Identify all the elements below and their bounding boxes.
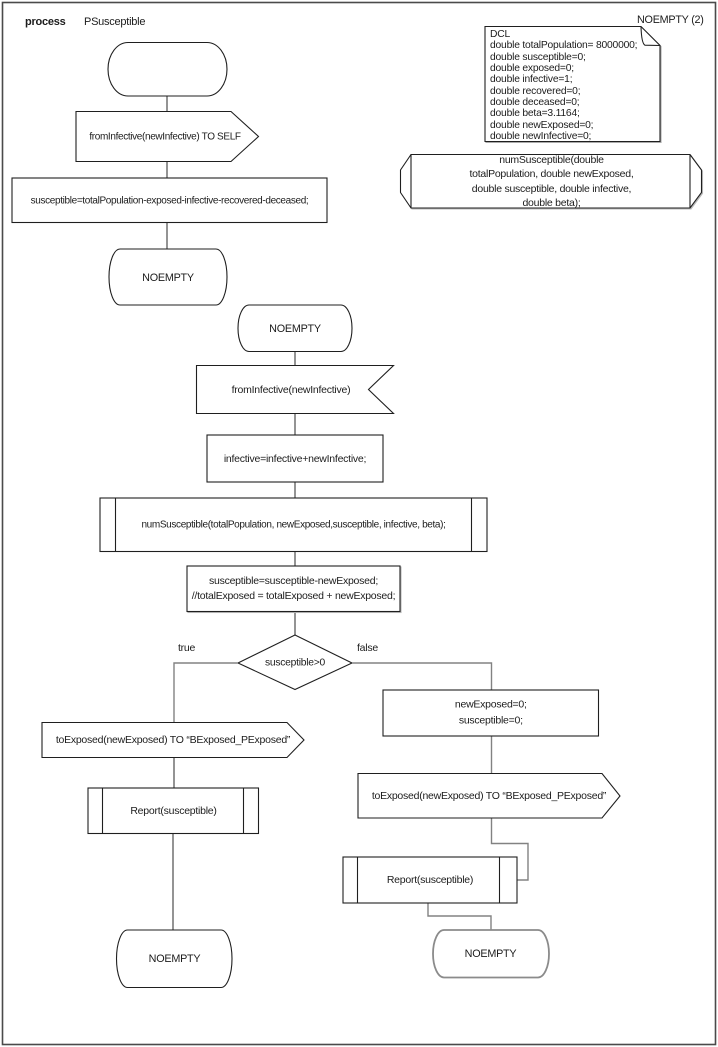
state-noempty-2-shape[interactable] — [237, 304, 353, 353]
output-from-infective-self-shape[interactable] — [75, 110, 260, 163]
procedure-call-report-left-label: Report(susceptible) — [130, 804, 217, 817]
output-from-infective-self-label: fromInfective(newInfective) TO SELF — [89, 131, 241, 142]
procedure-call-bars — [114, 498, 473, 552]
state-noempty-4-label: NOEMPTY — [464, 947, 517, 960]
declarations-text: DCL double totalPopulation= 8000000; dou… — [490, 29, 638, 143]
branch-false-label: false — [357, 641, 378, 654]
corner-noempty-count-label: NOEMPTY (2) — [637, 14, 704, 26]
output-toexposed-right-shape[interactable] — [357, 772, 621, 819]
task-update-infective-shape[interactable] — [206, 434, 384, 483]
procedure-call-report-right-group[interactable] — [342, 856, 518, 904]
procedure-declaration-group[interactable] — [399, 153, 703, 209]
report-left-bars — [101, 788, 245, 834]
task-init-susceptible-shape[interactable] — [11, 177, 328, 224]
state-noempty-3-label: NOEMPTY — [148, 952, 201, 965]
next-state-noempty-1-shape[interactable] — [108, 248, 228, 306]
task-update-susceptible-label: susceptible=susceptible-newExposed; //to… — [191, 575, 396, 602]
connector-report-to-state-right — [427, 903, 492, 930]
procedure-call-report-left-group[interactable] — [87, 787, 260, 835]
output-toexposed-left-shape[interactable] — [41, 721, 305, 759]
task-update-susceptible-shape[interactable] — [186, 565, 401, 613]
declarations-note-shape[interactable] — [484, 25, 661, 143]
procedure-call-numsusceptible-shape[interactable] — [99, 497, 488, 553]
branch-true-label: true — [178, 641, 196, 654]
next-state-noempty-4-shape[interactable] — [432, 929, 550, 979]
procedure-call-numsusceptible-group[interactable] — [99, 497, 488, 553]
decision-susceptible-shape[interactable] — [236, 634, 354, 691]
output-toexposed-left-label: toExposed(newExposed) TO “BExposed_PExpo… — [55, 734, 291, 746]
process-name-label: PSusceptible — [84, 16, 146, 28]
procedure-call-numsusceptible-label: numSusceptible(totalPopulation, newExpos… — [141, 519, 446, 531]
start-state-shape[interactable] — [107, 41, 228, 97]
procedure-call-report-left-shape[interactable] — [87, 787, 260, 835]
input-from-infective-shape[interactable] — [195, 364, 395, 415]
task-update-infective-label: infective=infective+newInfective; — [223, 452, 367, 465]
procedure-declaration-end-bars — [410, 154, 691, 208]
note-folded-corner-icon — [640, 26, 661, 47]
decision-susceptible-label: susceptible>0 — [264, 657, 326, 668]
state-noempty-1-label: NOEMPTY — [142, 271, 194, 284]
procedure-call-report-right-label: Report(susceptible) — [386, 874, 474, 886]
next-state-noempty-3-shape[interactable] — [115, 929, 233, 989]
report-right-bars — [356, 857, 501, 903]
task-reset-values-label: newExposed=0; susceptible=0; — [454, 698, 527, 727]
procedure-declaration-text: numSusceptible(double totalPopulation, d… — [469, 153, 634, 210]
declarations-note-group[interactable] — [484, 25, 661, 143]
output-toexposed-right-label: toExposed(newExposed) TO “BExposed_PExpo… — [371, 790, 607, 802]
state-noempty-2-label: NOEMPTY — [269, 322, 321, 335]
connector-false-branch — [352, 662, 493, 690]
connector-true-branch — [173, 662, 238, 723]
process-keyword-label: process — [25, 16, 66, 28]
input-from-infective-label: fromInfective(newInfective) — [231, 383, 351, 396]
procedure-call-report-right-shape[interactable] — [342, 856, 518, 904]
task-init-susceptible-label: susceptible=totalPopulation-exposed-infe… — [30, 195, 309, 206]
connector-output-to-report-right — [490, 818, 529, 881]
task-reset-values-shape[interactable] — [382, 689, 600, 737]
